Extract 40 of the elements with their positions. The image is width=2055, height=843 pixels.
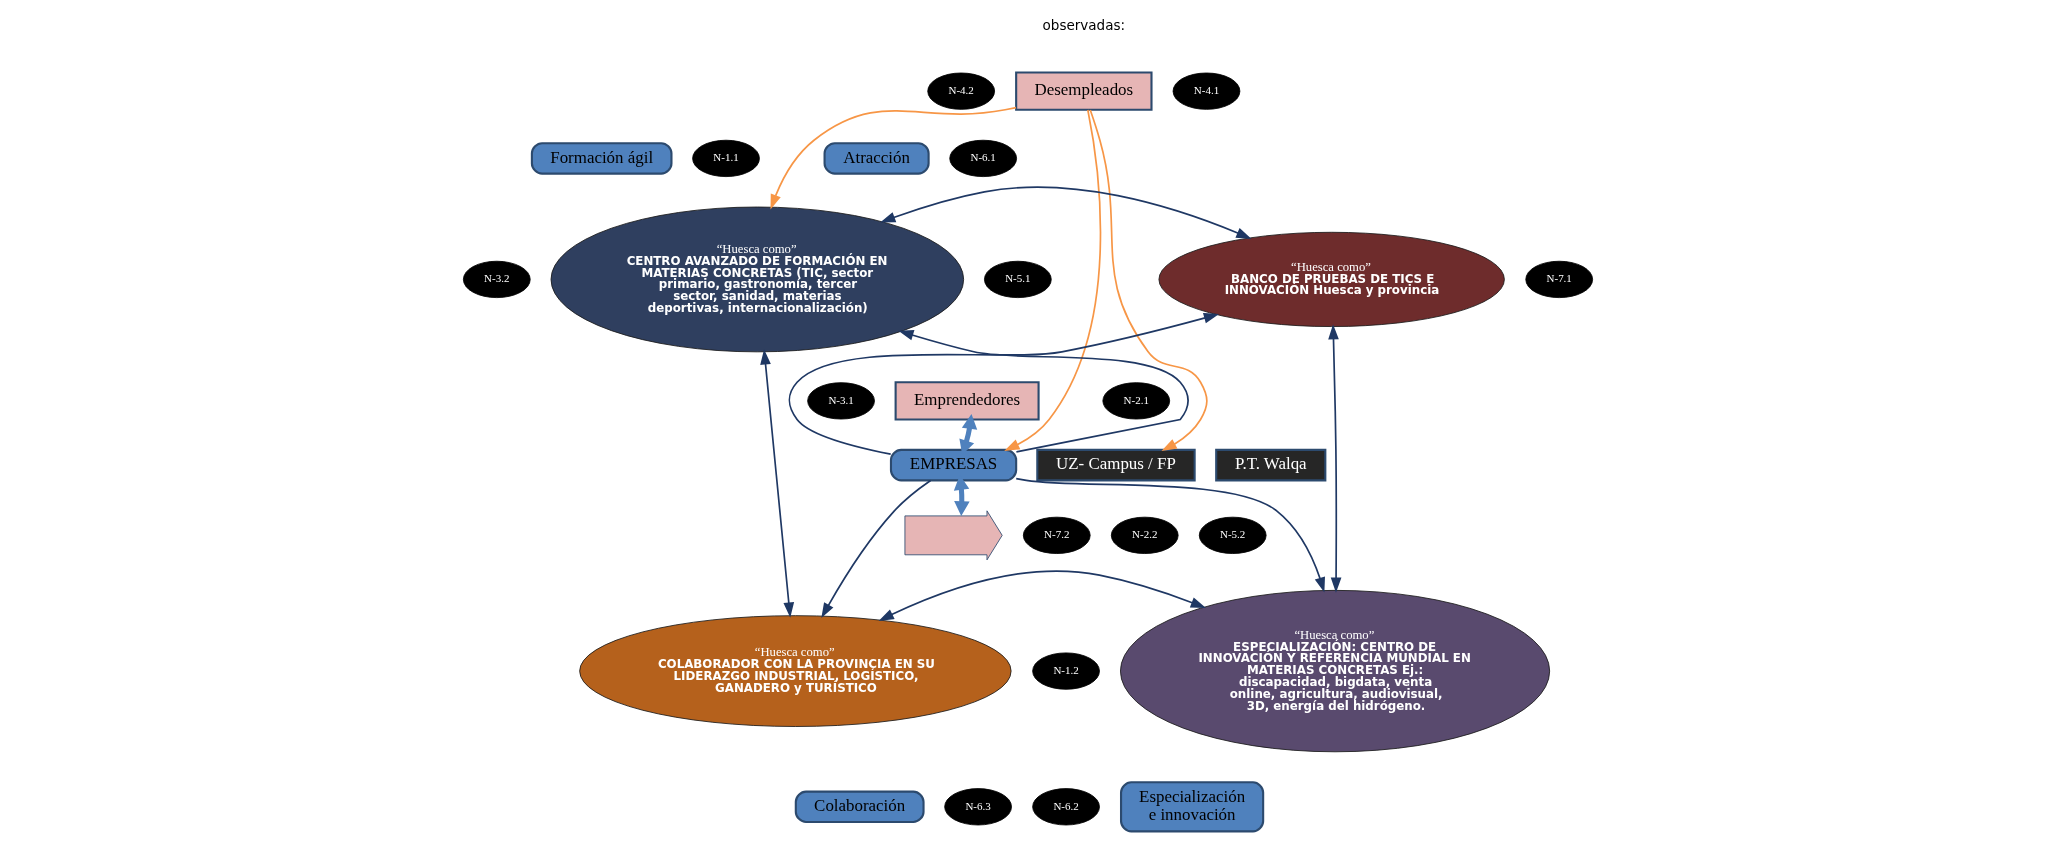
node-ellipse: N-6.3 [943, 788, 1012, 826]
node-ellipse: N-2.2 [1110, 516, 1179, 554]
node-ellipse: N-3.2 [462, 260, 531, 299]
arrow [1088, 109, 1208, 452]
label: observadas: [1042, 17, 1125, 34]
arrow [878, 570, 1206, 621]
node-ellipse: N-1.1 [691, 139, 760, 178]
node-box: Especialización e innovación [1119, 781, 1264, 833]
node-box: P.T. Walqa [1214, 448, 1326, 482]
node-ellipse: N-7.1 [1524, 260, 1593, 299]
node-ellipse: “Huesca como” COLABORADOR CON LA PROVINCIA EN SU LIDERAZGO INDUSTRIAL, LOGÍSTICO, GANADERO y TURÍSTICO [578, 615, 1012, 727]
node-ellipse: “Huesca como” ESPECIALIZACIÓN: CENTRO DE INNOVACIÓN Y REFERENCIA MUNDIAL EN MATERIAS CONCRETAS Ej.: discapacidad, bigdata, venta online, agricultura, audiovisual, 3D, energía del hidrógeno. [1119, 589, 1550, 753]
node-ellipse: “Huesca como” CENTRO AVANZADO DE FORMACIÓN EN MATERIAS CONCRETAS (TIC, sector primario, gastronomía, tercer sector, sanidad, materias deportivas, internacionalización) [550, 206, 964, 353]
arrow [787, 312, 1219, 456]
node-ellipse: N-3.1 [806, 382, 875, 420]
arrow [759, 349, 794, 618]
node-ellipse: N-2.1 [1101, 382, 1170, 420]
arrow [1003, 109, 1101, 451]
node-ellipse: N-5.1 [983, 260, 1052, 299]
node-box: Colaboración [794, 790, 925, 824]
arrow [1327, 324, 1341, 593]
node-box: UZ- Campus / FP [1035, 448, 1196, 482]
node-box: Desempleados [1014, 71, 1153, 111]
node-ellipse: N-5.2 [1198, 516, 1267, 554]
node-box: Emprendedores [894, 381, 1040, 421]
arrow [770, 106, 1017, 210]
arrow [820, 479, 931, 619]
arrow [879, 186, 1252, 239]
node-ellipse: N-7.2 [1022, 516, 1091, 554]
node-box: Atracción [823, 142, 930, 175]
node-ellipse: N-1.2 [1031, 652, 1100, 690]
node-arrow [904, 510, 1003, 561]
node-box: Formación ágil [530, 142, 673, 175]
arrow [1014, 477, 1325, 593]
node-box: EMPRESAS [889, 448, 1017, 482]
node-ellipse: N-6.1 [948, 139, 1017, 178]
arrow [897, 330, 1189, 453]
node-ellipse: N-6.2 [1031, 788, 1100, 826]
node-ellipse: N-4.2 [926, 72, 995, 110]
node-ellipse: N-4.1 [1172, 72, 1240, 110]
